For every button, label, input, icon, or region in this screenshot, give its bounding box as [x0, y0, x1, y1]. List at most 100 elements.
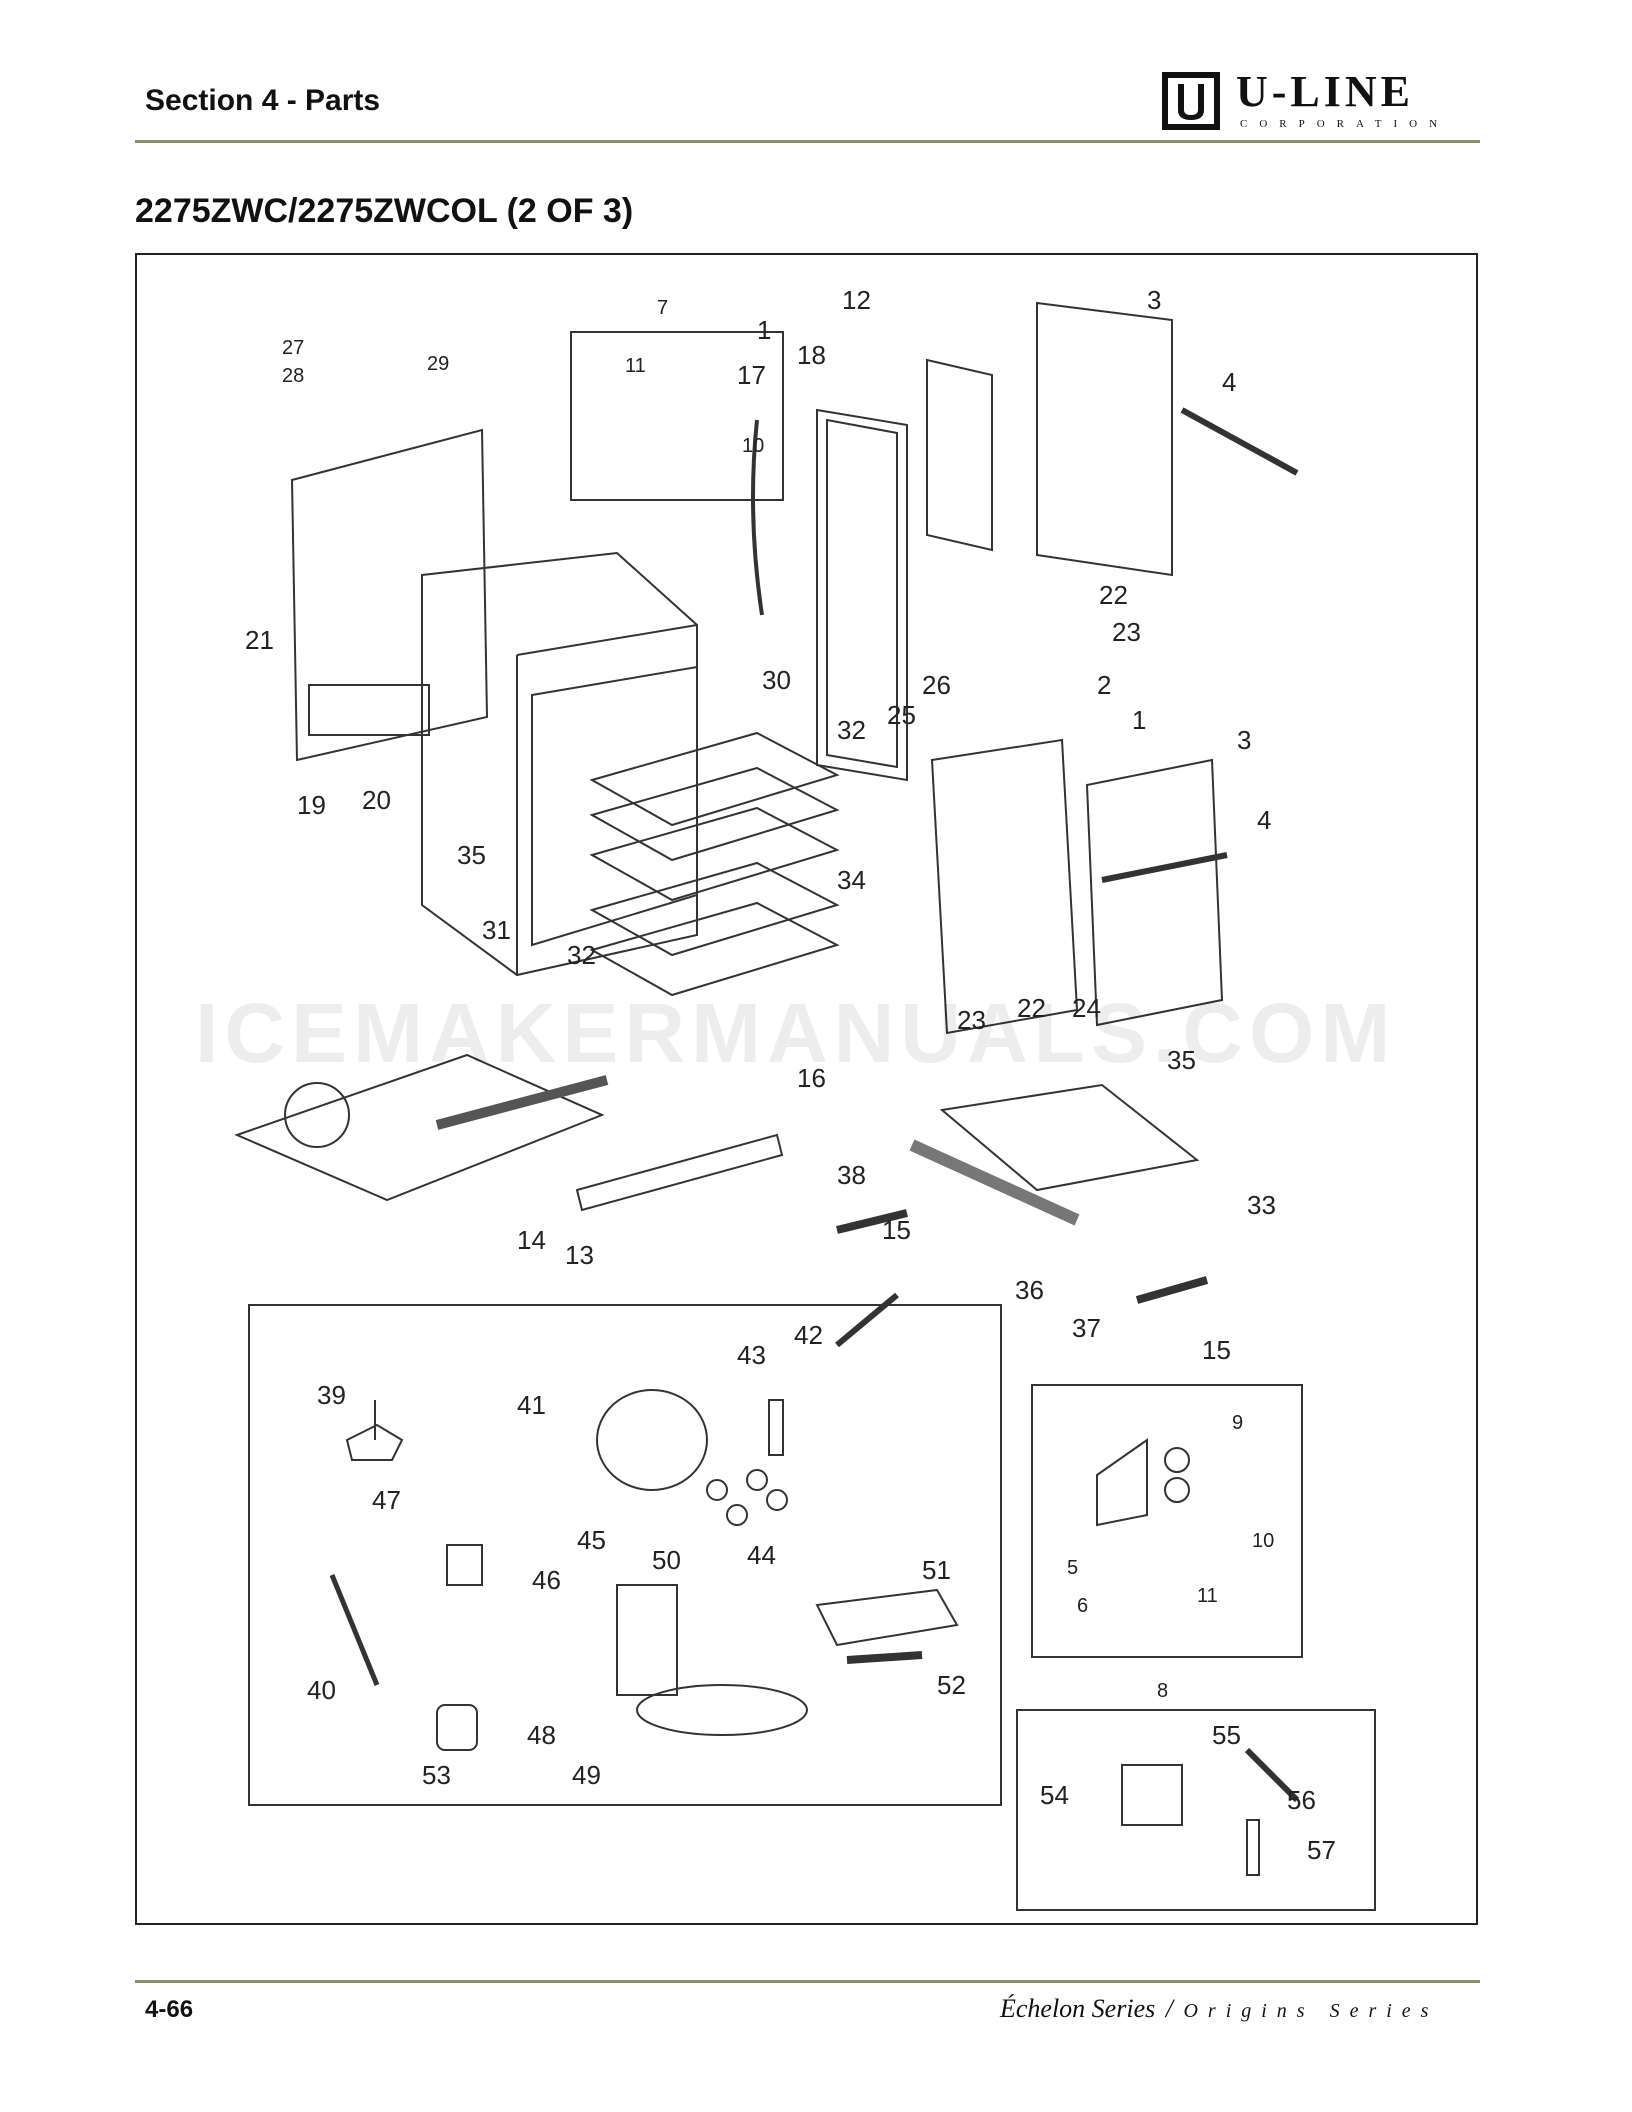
callout-22b: 22 — [1017, 993, 1046, 1023]
callout-3: 3 — [1147, 285, 1162, 315]
strip-lower — [1101, 852, 1228, 883]
callout-19: 19 — [297, 790, 326, 820]
callout-35: 35 — [457, 840, 486, 870]
door-lower — [930, 738, 1079, 1035]
back-panel-vents — [308, 684, 430, 736]
strip-upper — [1180, 407, 1299, 476]
callout-44: 44 — [747, 1540, 776, 1570]
callout-25: 25 — [887, 700, 916, 730]
callout-30: 30 — [762, 665, 791, 695]
callout-12: 12 — [842, 285, 871, 315]
callout-45: 45 — [577, 1525, 606, 1555]
callout-54: 54 — [1040, 1780, 1069, 1810]
shelf-front-38 — [909, 1139, 1080, 1226]
fan-guard — [284, 1082, 350, 1148]
callout-2: 2 — [1097, 670, 1112, 700]
callout-28: 28 — [282, 365, 305, 387]
inset-box-8 — [1031, 1384, 1303, 1658]
valve-54 — [1121, 1764, 1183, 1826]
callout-13: 13 — [565, 1240, 594, 1270]
callout-42: 42 — [794, 1320, 823, 1350]
callout-7: 7 — [657, 297, 669, 319]
callout-53: 53 — [422, 1760, 451, 1790]
slide-15b — [1135, 1276, 1209, 1304]
inset-box-valve — [1016, 1709, 1376, 1911]
callout-3b: 3 — [1237, 725, 1252, 755]
callout-1b: 1 — [1132, 705, 1147, 735]
door-glass-upper — [926, 358, 993, 552]
callout-6: 6 — [1077, 1595, 1089, 1617]
callout-29: 29 — [427, 353, 450, 375]
gasket-upper — [1036, 301, 1173, 577]
callout-9: 9 — [1232, 1412, 1244, 1434]
callout-20: 20 — [362, 785, 391, 815]
callout-40: 40 — [307, 1675, 336, 1705]
callout-16: 16 — [797, 1063, 826, 1093]
callout-33: 33 — [1247, 1190, 1276, 1220]
series-branding: Échelon Series / Origins Series — [1000, 1994, 1438, 2024]
callout-46: 46 — [532, 1565, 561, 1595]
callout-34: 34 — [837, 865, 866, 895]
callout-48: 48 — [527, 1720, 556, 1750]
header-rule — [135, 140, 1480, 143]
callout-38: 38 — [837, 1160, 866, 1190]
exploded-parts-diagram: 12 3 7 1 18 17 4 11 10 27 28 29 22 23 21… — [135, 253, 1478, 1925]
callout-26: 26 — [922, 670, 951, 700]
part-43 — [768, 1399, 784, 1456]
logo-wordmark: U-LINE — [1236, 67, 1415, 116]
callout-37: 37 — [1072, 1313, 1101, 1343]
callout-23b: 23 — [957, 1005, 986, 1035]
callout-11: 11 — [625, 355, 646, 377]
door-frame-upper — [816, 408, 908, 782]
part-47 — [446, 1544, 483, 1586]
inset-box-components — [248, 1304, 1002, 1806]
page-number: 4-66 — [145, 1996, 194, 2023]
back-panel-shape — [290, 428, 489, 762]
callout-31: 31 — [482, 915, 511, 945]
callout-57: 57 — [1307, 1835, 1336, 1865]
callout-4: 4 — [1222, 367, 1237, 397]
diagram-drawing — [234, 301, 1376, 1911]
section-title: Section 4 - Parts — [145, 84, 381, 117]
compressor-41 — [596, 1389, 708, 1491]
callout-15: 15 — [882, 1215, 911, 1245]
footer-rule — [135, 1980, 1480, 1983]
page-title: 2275ZWC/2275ZWCOL (2 OF 3) — [135, 192, 634, 230]
callout-22: 22 — [1099, 580, 1128, 610]
base-plate — [234, 1053, 605, 1202]
fan-blade-49 — [636, 1684, 808, 1736]
callout-36: 36 — [1015, 1275, 1044, 1305]
series-origins: Origins Series — [1183, 2000, 1439, 2022]
shelf-3 — [589, 806, 840, 902]
callout-56: 56 — [1287, 1785, 1316, 1815]
callout-50: 50 — [652, 1545, 681, 1575]
uline-logo: U-LINE CORPORATION — [1160, 70, 1480, 136]
callout-15b: 15 — [1202, 1335, 1231, 1365]
callout-14: 14 — [517, 1225, 546, 1255]
callout-32: 32 — [837, 715, 866, 745]
cord-40 — [329, 1574, 380, 1686]
callout-27: 27 — [282, 337, 305, 359]
hinge-8 — [1096, 1438, 1148, 1527]
callout-49: 49 — [572, 1760, 601, 1790]
shelf-5 — [589, 901, 840, 997]
callout-43: 43 — [737, 1340, 766, 1370]
part-53 — [436, 1704, 478, 1751]
part-42 — [835, 1292, 899, 1348]
tray-51 — [815, 1588, 959, 1647]
callout-39: 39 — [317, 1380, 346, 1410]
slide-15a — [836, 1209, 908, 1234]
shelf-1 — [589, 731, 840, 827]
door-handle — [751, 419, 764, 616]
grille — [575, 1133, 784, 1212]
shelf-assembly-right — [939, 1083, 1200, 1192]
condenser — [435, 1075, 609, 1130]
callout-35b: 35 — [1167, 1045, 1196, 1075]
callout-8: 8 — [1157, 1680, 1169, 1702]
callout-4b: 4 — [1257, 805, 1272, 835]
callout-18: 18 — [797, 340, 826, 370]
callout-32b: 32 — [567, 940, 596, 970]
callout-21: 21 — [245, 625, 274, 655]
cabinet-shape — [421, 551, 698, 977]
callout-23: 23 — [1112, 617, 1141, 647]
